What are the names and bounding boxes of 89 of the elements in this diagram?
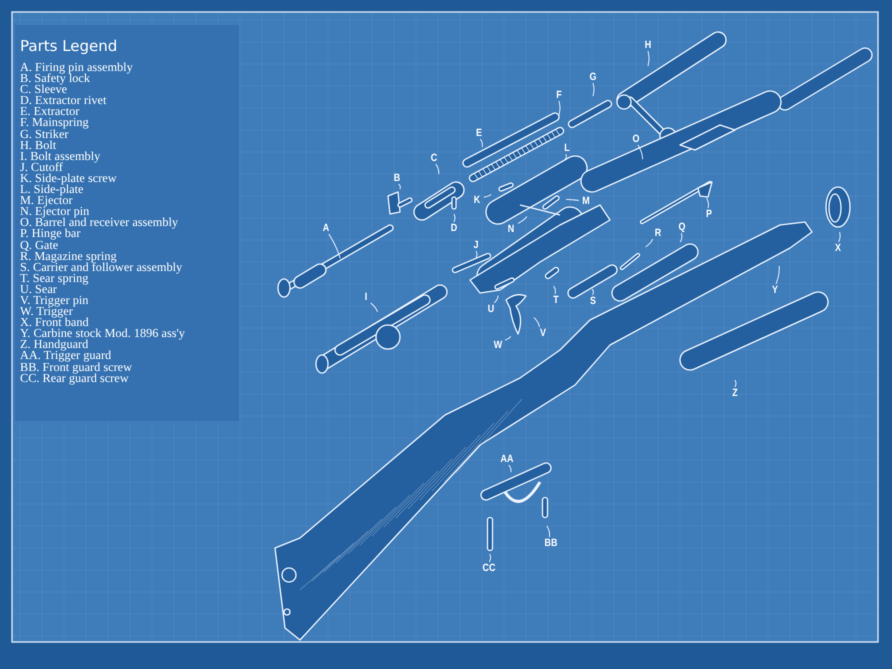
callout-letter: M [580,195,592,207]
callout-letter: B [391,172,403,184]
leader-line [494,295,499,304]
leader-line [564,154,567,161]
leader-line [328,234,341,259]
legend-panel [15,25,239,421]
leader-line [435,164,440,175]
leader-line [592,288,594,296]
legend-entry: A. Firing pin assembly [20,62,134,74]
callout-letter: T [550,294,562,306]
legend-entry: L. Side-plate [20,184,84,196]
leader-line [553,286,556,294]
callout-letter: K [471,194,483,206]
callout-letter: Z [729,387,741,399]
legend-entry: R. Magazine spring [20,250,117,262]
legend-heading: Parts Legend [20,37,118,55]
callout-letter: G [587,71,599,83]
callout-letter: AA [498,453,516,465]
legend-entry: O. Barrel and receiver assembly [20,217,180,228]
callout-letter: U [485,303,497,315]
callout-letter: S [587,295,599,307]
callout-letter: O [630,133,642,145]
callout-letter: H [642,39,654,51]
leader-line [370,302,378,312]
leader-line [398,184,401,190]
legend-entry: V. Trigger pin [20,294,90,306]
leader-line [504,336,512,341]
leader-line [480,138,483,148]
callout-letter: N [505,223,517,235]
legend-entry: W. Trigger [20,306,73,318]
legend-entry: F. Mainspring [20,117,90,129]
callout-letter: Y [769,284,781,296]
legend-entry: B. Safety lock [20,73,90,84]
callout-letter: BB [542,537,560,549]
legend-entry: K. Side-plate screw [20,172,118,184]
leader-line [558,100,560,116]
leader-line [488,554,492,562]
callout-letter: F [553,89,565,101]
callout-letter: J [470,239,482,251]
leader-line [706,198,709,208]
legend-entry: U. Sear [20,284,58,295]
leader-line [648,50,650,66]
callout-letter: L [561,142,573,154]
legend-entry: S. Carrier and follower assembly [20,262,184,273]
legend-entry: J. Cutoff [20,162,63,173]
legend-entry: G. Striker [20,128,68,140]
legend-entry: D. Extractor rivet [20,95,108,106]
legend-entry: X. Front band [20,317,89,328]
leader-line [680,232,682,242]
leader-line [838,232,841,242]
callout-letter: V [537,327,549,339]
leader-line [734,380,736,388]
callout-letter: C [428,152,440,164]
legend-entry: AA. Trigger guard [20,350,112,362]
leader-line [638,144,644,160]
callout-letter: R [652,227,664,239]
leader-line [484,194,492,198]
callout-letter: P [703,208,715,220]
leader-line [454,214,456,222]
callout-letter: X [832,242,844,254]
legend-entry: M. Ejector [20,195,73,206]
callout-letter: W [492,339,504,351]
legend-entry: Z. Handguard [20,339,88,350]
legend-entry: N. Ejector pin [20,206,90,218]
leader-line [566,198,580,201]
legend-entry: E. Extractor [20,106,80,118]
leader-line [776,266,780,284]
leader-line [546,525,550,538]
callout-letter: D [448,222,460,234]
legend-entry: CC. Rear guard screw [20,372,129,384]
callout-letter: Q [676,221,688,233]
callout-letter: E [473,127,485,139]
leader-line [476,250,478,258]
legend-entry: BB. Front guard screw [20,362,134,373]
legend-entry: P. Hinge bar [20,228,80,240]
legend-entry: H. Bolt [20,140,56,151]
legend-entry: T. Sear spring [20,272,90,284]
leader-line [592,82,594,96]
leader-line [534,317,540,328]
legend-entry: C. Sleeve [20,84,68,96]
legend-entry: Y. Carbine stock Mod. 1896 ass'y [20,328,186,340]
leader-line [645,238,654,248]
leader-line [508,464,512,473]
callout-letter: I [360,291,372,303]
legend-entry: Q. Gate [20,240,58,251]
legend-entry: I. Bolt assembly [20,150,102,162]
callout-letter: A [320,222,332,234]
callout-letter: CC [480,562,498,574]
leader-line [518,216,528,224]
